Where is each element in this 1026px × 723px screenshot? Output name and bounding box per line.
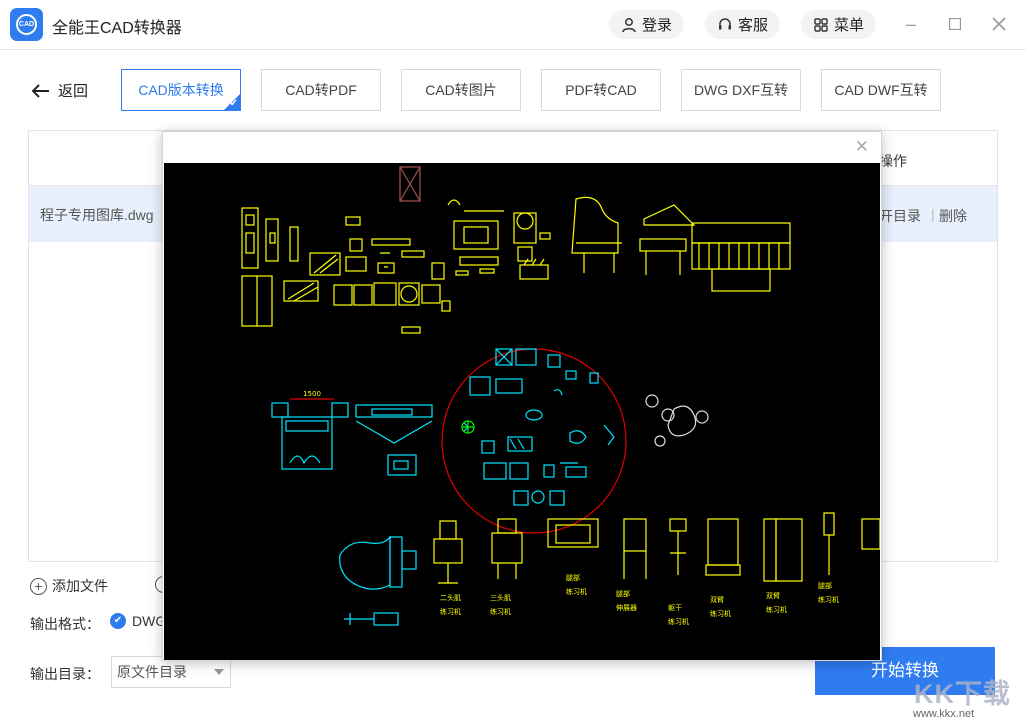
cad-label: 三头肌 — [490, 593, 511, 602]
cad-label: 腿部 — [616, 589, 630, 598]
menu-button[interactable]: 菜单 — [801, 10, 877, 39]
tab-dwg-dxf[interactable]: DWG DXF互转 — [681, 69, 801, 111]
app-logo: CAD — [10, 8, 43, 41]
cad-label: 躯干 — [668, 603, 682, 612]
service-button[interactable]: 客服 — [705, 10, 781, 39]
close-window-button[interactable] — [988, 13, 1010, 35]
tab-label: CAD转图片 — [425, 82, 497, 98]
check-icon: ✔ — [229, 98, 238, 109]
format-radio-dwg[interactable]: ✔ DWG — [110, 613, 166, 629]
tab-label: CAD DWF互转 — [834, 82, 928, 98]
tab-cad-version[interactable]: CAD版本转换 ✔ — [121, 69, 241, 111]
add-file-button[interactable]: + 添加文件 — [30, 576, 108, 596]
arrow-left-icon — [32, 83, 49, 98]
cad-label: 腿部 — [818, 581, 832, 590]
delete-link[interactable]: 删除 — [939, 208, 967, 224]
plus-icon: + — [30, 577, 47, 595]
chevron-down-icon — [214, 669, 224, 675]
start-convert-button[interactable]: 开始转换 — [815, 647, 995, 695]
cad-block-top — [399, 166, 421, 202]
tab-label: DWG DXF互转 — [693, 82, 789, 98]
tab-cad-dwf[interactable]: CAD DWF互转 — [821, 69, 941, 111]
output-dir-label: 输出目录： — [30, 666, 100, 682]
file-name: 程子专用图库.dwg — [40, 207, 154, 223]
cad-label: 练习机 — [566, 587, 587, 596]
maximize-icon — [948, 17, 962, 31]
divider: | — [931, 206, 935, 222]
cad-label: 练习机 — [818, 595, 839, 604]
cad-label: 双臂 — [766, 591, 780, 600]
radio-checked-icon: ✔ — [110, 613, 126, 629]
minimize-button[interactable]: – — [905, 14, 916, 34]
tab-pdf-to-cad[interactable]: PDF转CAD — [541, 69, 661, 111]
preview-popup: ✕ — [162, 131, 882, 661]
tab-label: CAD版本转换 — [138, 82, 224, 98]
tab-cad-to-image[interactable]: CAD转图片 — [401, 69, 521, 111]
cad-text-labels: 二头肌 练习机 三头肌 练习机 腿部 练习机 腿部 伸展器 躯干 练习机 双臂 … — [440, 573, 839, 626]
maximize-button[interactable] — [944, 13, 966, 35]
cad-label: 双臂 — [710, 595, 724, 604]
tab-label: CAD转PDF — [285, 82, 357, 98]
tab-selected-corner — [223, 93, 240, 110]
cad-label: 腿部 — [566, 573, 580, 582]
cad-preview-canvas: 1500 — [164, 163, 880, 660]
watermark-brand: KK下载 — [914, 679, 1011, 709]
output-format-label: 输出格式： — [30, 616, 100, 632]
dimension-label: 1500 — [303, 390, 321, 398]
open-folder-link[interactable]: 开目录 — [879, 208, 921, 224]
app-title: 全能王CAD转换器 — [52, 20, 182, 37]
cad-label: 练习机 — [668, 617, 689, 626]
tab-cad-to-pdf[interactable]: CAD转PDF — [261, 69, 381, 111]
cad-label: 二头肌 — [440, 593, 461, 602]
output-dir-select[interactable]: 原文件目录 — [111, 656, 231, 688]
watermark: KK下载 www.kkx.net — [908, 672, 1024, 722]
tab-label: PDF转CAD — [565, 82, 637, 98]
format-radio-label: DWG — [132, 613, 167, 629]
watermark-url: www.kkx.net — [913, 708, 975, 720]
user-icon — [622, 17, 636, 32]
menu-label: 菜单 — [834, 17, 865, 34]
app-logo-text: CAD — [16, 14, 37, 35]
title-bar: CAD 全能王CAD转换器 登录 客服 菜单 — [0, 0, 1026, 50]
login-label: 登录 — [642, 17, 673, 34]
cad-drawing: 1500 — [241, 166, 880, 626]
login-button[interactable]: 登录 — [609, 10, 685, 39]
column-header-operation: 操作 — [879, 153, 907, 169]
headset-icon — [719, 17, 731, 29]
cad-label: 练习机 — [490, 607, 511, 616]
output-dir-value: 原文件目录 — [117, 664, 187, 680]
close-preview-button[interactable]: ✕ — [854, 137, 869, 156]
cad-label: 练习机 — [440, 607, 461, 616]
service-label: 客服 — [738, 17, 769, 34]
cad-label: 练习机 — [766, 605, 787, 614]
cad-label: 伸展器 — [616, 603, 637, 612]
back-button[interactable]: 返回 — [32, 80, 88, 101]
grid-icon — [814, 17, 828, 32]
close-icon — [992, 17, 1006, 31]
add-file-label: 添加文件 — [52, 578, 108, 594]
back-label: 返回 — [58, 83, 89, 100]
cad-label: 练习机 — [710, 609, 731, 618]
